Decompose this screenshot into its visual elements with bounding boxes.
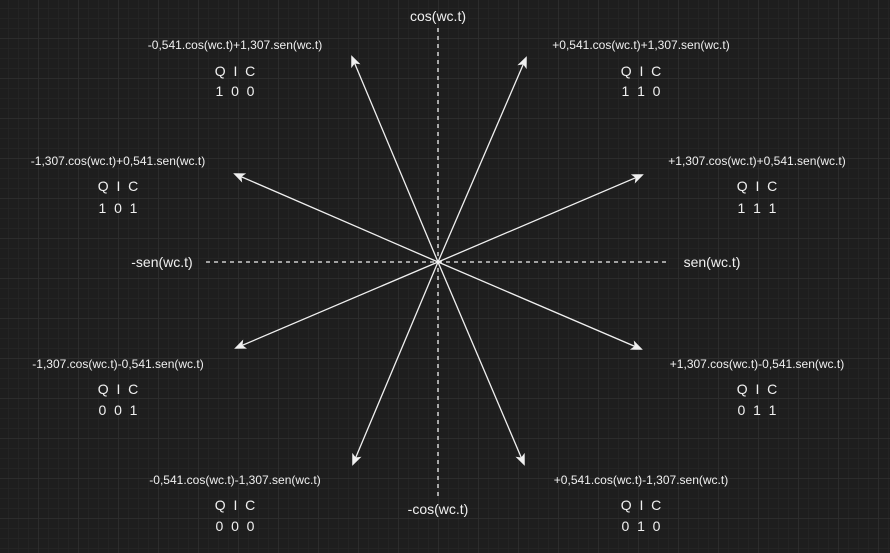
vector-011 bbox=[437, 261, 643, 350]
vector-101-bits-header: Q I C bbox=[97, 178, 139, 194]
vector-111 bbox=[437, 174, 644, 263]
vector-010 bbox=[437, 261, 525, 466]
vector-100-expression: -0,541.cos(wc.t)+1,307.sen(wc.t) bbox=[147, 38, 323, 52]
vector-000-bits: 0 0 0 bbox=[215, 518, 255, 534]
axis-label-neg-cos: -cos(wc.t) bbox=[407, 501, 469, 517]
vector-010-bits-header: Q I C bbox=[620, 497, 662, 513]
vector-110-bits-header: Q I C bbox=[620, 63, 662, 79]
vector-000 bbox=[352, 261, 439, 466]
vector-110-expression: +0,541.cos(wc.t)+1,307.sen(wc.t) bbox=[552, 38, 730, 52]
vector-000-bits-header: Q I C bbox=[214, 497, 256, 513]
vector-011-bits-header: Q I C bbox=[736, 381, 778, 397]
vector-001-bits-header: Q I C bbox=[97, 381, 139, 397]
vector-110-bits: 1 1 0 bbox=[621, 83, 661, 99]
vector-100 bbox=[351, 55, 439, 263]
vector-010-bits: 0 1 0 bbox=[621, 518, 661, 534]
vector-100-bits-header: Q I C bbox=[214, 63, 256, 79]
vector-111-bits: 1 1 1 bbox=[737, 200, 777, 216]
vector-101-expression: -1,307.cos(wc.t)+0,541.sen(wc.t) bbox=[30, 154, 206, 168]
vector-001 bbox=[234, 261, 439, 349]
vector-101-bits: 1 0 1 bbox=[98, 200, 138, 216]
vector-010-expression: +0,541.cos(wc.t)-1,307.sen(wc.t) bbox=[553, 473, 729, 487]
axis-label-sen: sen(wc.t) bbox=[683, 254, 741, 270]
vector-101 bbox=[233, 173, 439, 263]
vector-001-expression: -1,307.cos(wc.t)-0,541.sen(wc.t) bbox=[32, 357, 204, 371]
axis-label-cos: cos(wc.t) bbox=[410, 8, 466, 24]
axis-label-neg-sen: -sen(wc.t) bbox=[131, 254, 193, 270]
vector-110 bbox=[437, 56, 527, 263]
vector-111-expression: +1,307.cos(wc.t)+0,541.sen(wc.t) bbox=[668, 154, 846, 168]
vector-000-expression: -0,541.cos(wc.t)-1,307.sen(wc.t) bbox=[149, 473, 321, 487]
vector-111-bits-header: Q I C bbox=[736, 178, 778, 194]
vector-001-bits: 0 0 1 bbox=[98, 402, 138, 418]
vector-100-bits: 1 0 0 bbox=[215, 83, 255, 99]
vector-011-expression: +1,307.cos(wc.t)-0,541.sen(wc.t) bbox=[669, 357, 845, 371]
vector-011-bits: 0 1 1 bbox=[737, 402, 777, 418]
